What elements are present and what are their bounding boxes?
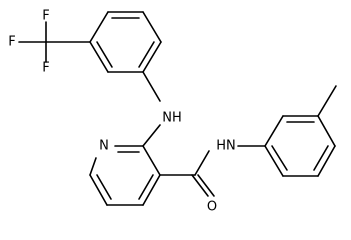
bond: [194, 150, 210, 176]
amide-hn-label: HN: [216, 139, 236, 154]
fluorine-atom-label: F: [42, 61, 49, 76]
bond: [271, 145, 288, 171]
carbonyl-oxygen-label: O: [207, 200, 217, 215]
bond: [138, 41, 155, 68]
fluorine-atom-label: F: [42, 9, 49, 24]
bond: [142, 124, 161, 147]
trifluoromethylphenyl-ring: [89, 11, 162, 73]
bond: [89, 157, 97, 176]
bond: [138, 174, 154, 200]
pyridine-ring: N: [89, 139, 161, 206]
bond: [96, 41, 113, 68]
bond: [142, 41, 162, 73]
bond: [264, 115, 284, 147]
bond: [313, 145, 329, 171]
bond: [197, 174, 215, 197]
trifluoromethyl-group: F F F: [8, 9, 91, 76]
bond: [317, 85, 337, 117]
fluorine-atom-label: F: [8, 35, 15, 50]
amine-nh-label: NH: [162, 111, 182, 126]
bond: [264, 145, 284, 177]
bond: [89, 41, 109, 73]
bond: [317, 115, 336, 147]
amide-group: O HN: [159, 139, 266, 215]
bond: [142, 145, 161, 176]
bond: [89, 174, 108, 206]
pyridine-nitrogen-label: N: [99, 139, 109, 154]
bond: [142, 11, 162, 43]
chemical-structure-diagram: F F F NH N O HN: [8, 9, 337, 215]
methylphenyl-ring: [264, 85, 337, 177]
bond: [89, 11, 109, 43]
bond: [96, 174, 112, 200]
bond: [142, 71, 161, 102]
bond: [191, 174, 209, 197]
bond: [317, 145, 336, 177]
bond: [142, 174, 161, 206]
